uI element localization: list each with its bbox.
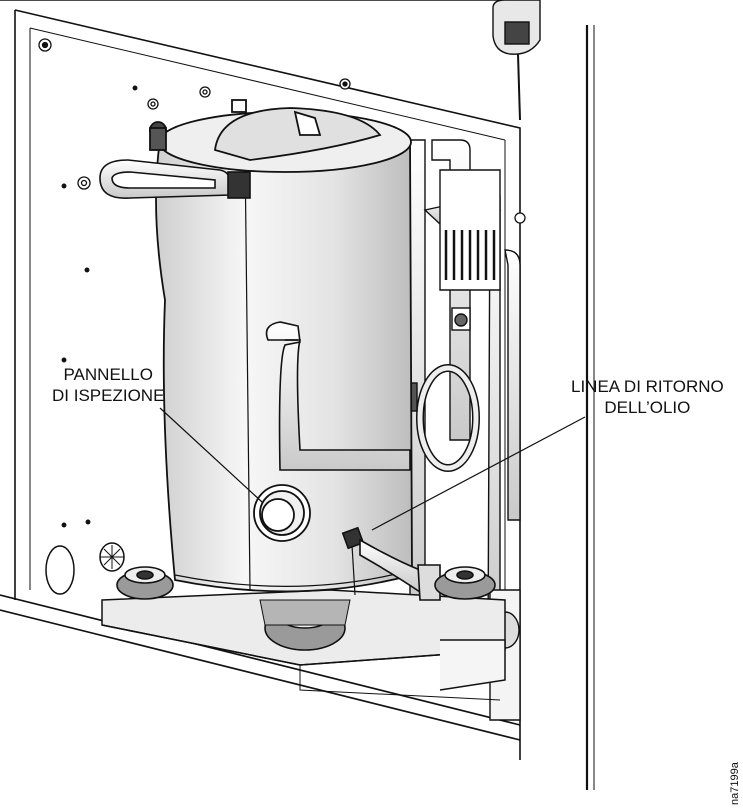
compressor-top-cap: [149, 99, 412, 173]
refrigerant-piping: [402, 139, 521, 721]
leader-lines: [159, 407, 586, 531]
discharge-pipe: [265, 321, 411, 471]
cabinet-panel: [0, 0, 595, 790]
oil-return-line-label: LINEA DI RITORNO DELL’OLIO: [571, 376, 724, 418]
panel-knockouts: [45, 542, 125, 595]
oil-return-line-label-line1: LINEA DI RITORNO: [571, 377, 724, 396]
figure-id: na7199a: [729, 762, 741, 805]
panel-latch: [492, 0, 541, 121]
mounting-feet: [116, 566, 496, 651]
inspection-panel: [253, 484, 311, 542]
panel-screws: [38, 38, 526, 660]
inspection-panel-label: PANNELLO DI ISPEZIONE: [52, 364, 164, 406]
suction-pipe: [99, 159, 251, 199]
oil-return-line-label-line2: DELL’OLIO: [604, 398, 691, 417]
oil-return-fitting: [341, 526, 441, 601]
inspection-panel-label-line2: DI ISPEZIONE: [52, 386, 165, 405]
inspection-panel-label-line1: PANNELLO: [63, 365, 153, 384]
